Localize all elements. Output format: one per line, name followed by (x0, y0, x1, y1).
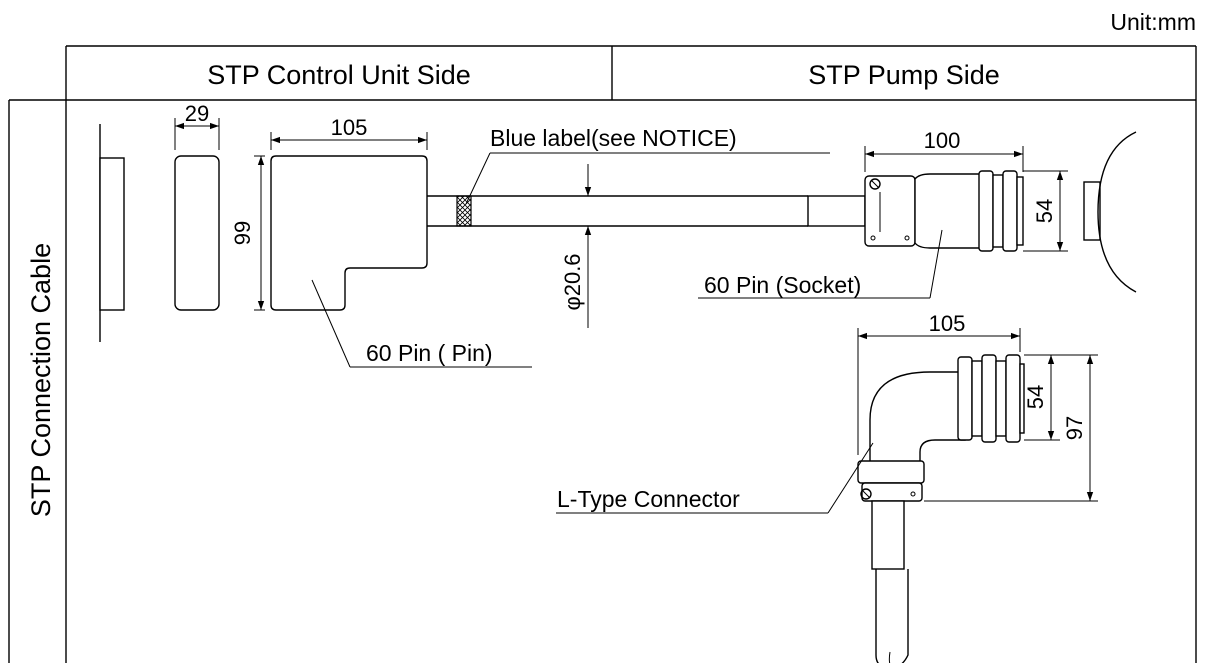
header-control-unit-side: STP Control Unit Side (207, 60, 471, 90)
dim-54-socket (1023, 170, 1068, 252)
dim-54-l-type (1024, 354, 1060, 441)
control-unit-panel (99, 124, 125, 342)
socket-connector-leader (698, 229, 943, 299)
cable (427, 195, 808, 227)
l-type-connector-leader (556, 442, 874, 514)
l-type-connector-callout: L-Type Connector (557, 486, 740, 512)
blue-label-leader (465, 152, 830, 205)
socket-connector (807, 170, 1024, 252)
l-type-connector (857, 354, 1025, 663)
dim-100-socket (864, 146, 1024, 172)
unit-label: Unit:mm (1110, 9, 1196, 35)
socket-connector-callout: 60 Pin (Socket) (704, 272, 861, 298)
dim-l-type-height: 97 (1062, 416, 1087, 440)
pin-connector-body (270, 155, 428, 311)
pin-connector-callout: 60 Pin ( Pin) (366, 340, 493, 366)
pump-body (1083, 131, 1137, 293)
dim-socket-diameter: 54 (1032, 199, 1057, 223)
dim-105-l-type (857, 328, 1021, 455)
blue-label-callout: Blue label(see NOTICE) (490, 125, 737, 151)
dim-97-l-type (924, 354, 1098, 502)
table-frame (8, 45, 1197, 663)
dim-connector-height: 99 (230, 221, 255, 245)
dim-connector-width: 105 (331, 115, 368, 140)
header-pump-side: STP Pump Side (808, 60, 1000, 90)
dim-29 (174, 118, 220, 150)
dim-cover-width: 29 (185, 101, 209, 126)
dim-socket-length: 100 (924, 128, 961, 153)
dim-l-type-length: 105 (929, 311, 966, 336)
connector-cover (174, 155, 220, 311)
dim-105-pin (270, 132, 428, 150)
dim-l-type-diameter: 54 (1023, 385, 1048, 409)
row-label-connection-cable: STP Connection Cable (26, 243, 56, 517)
dim-99 (254, 155, 265, 311)
dim-cable-diameter-label: φ20.6 (560, 253, 585, 310)
pin-connector-leader (311, 279, 532, 368)
blue-label-marker (456, 195, 472, 227)
